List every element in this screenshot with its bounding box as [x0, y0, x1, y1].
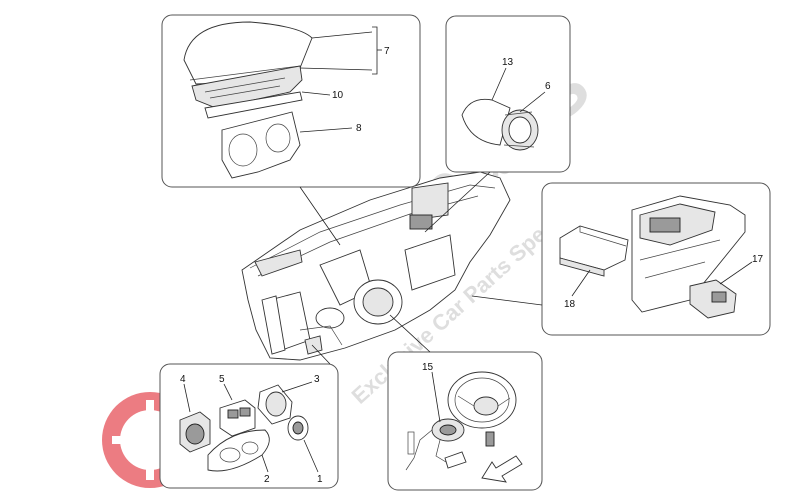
callout-10: 10 — [332, 90, 344, 101]
callout-1: 1 — [317, 474, 323, 485]
panel-modules: 18 17 — [541, 182, 771, 336]
callout-3: 3 — [314, 374, 320, 385]
connector-steering — [389, 314, 431, 353]
callout-4: 4 — [180, 374, 186, 385]
panel-instrument-cluster: 7 10 8 — [161, 14, 421, 188]
callout-15: 15 — [422, 362, 434, 373]
callout-8: 8 — [356, 123, 362, 134]
callout-6: 6 — [545, 81, 551, 92]
panel-steering: 15 — [387, 351, 543, 491]
panel-switches: 4 5 3 2 1 — [159, 363, 339, 489]
callout-2: 2 — [264, 474, 270, 485]
connector-switches — [311, 344, 331, 365]
callout-17: 17 — [752, 254, 764, 265]
callout-5: 5 — [219, 374, 225, 385]
callout-13: 13 — [502, 57, 514, 68]
connector-cluster — [299, 186, 341, 246]
callout-18: 18 — [564, 299, 576, 310]
connector-knob — [424, 171, 491, 233]
panel-knob: 13 6 — [445, 15, 571, 173]
direction-arrow-icon — [481, 455, 523, 483]
callout-7: 7 — [384, 46, 390, 57]
dashboard-assembly — [241, 171, 511, 361]
connector-modules — [471, 295, 543, 306]
